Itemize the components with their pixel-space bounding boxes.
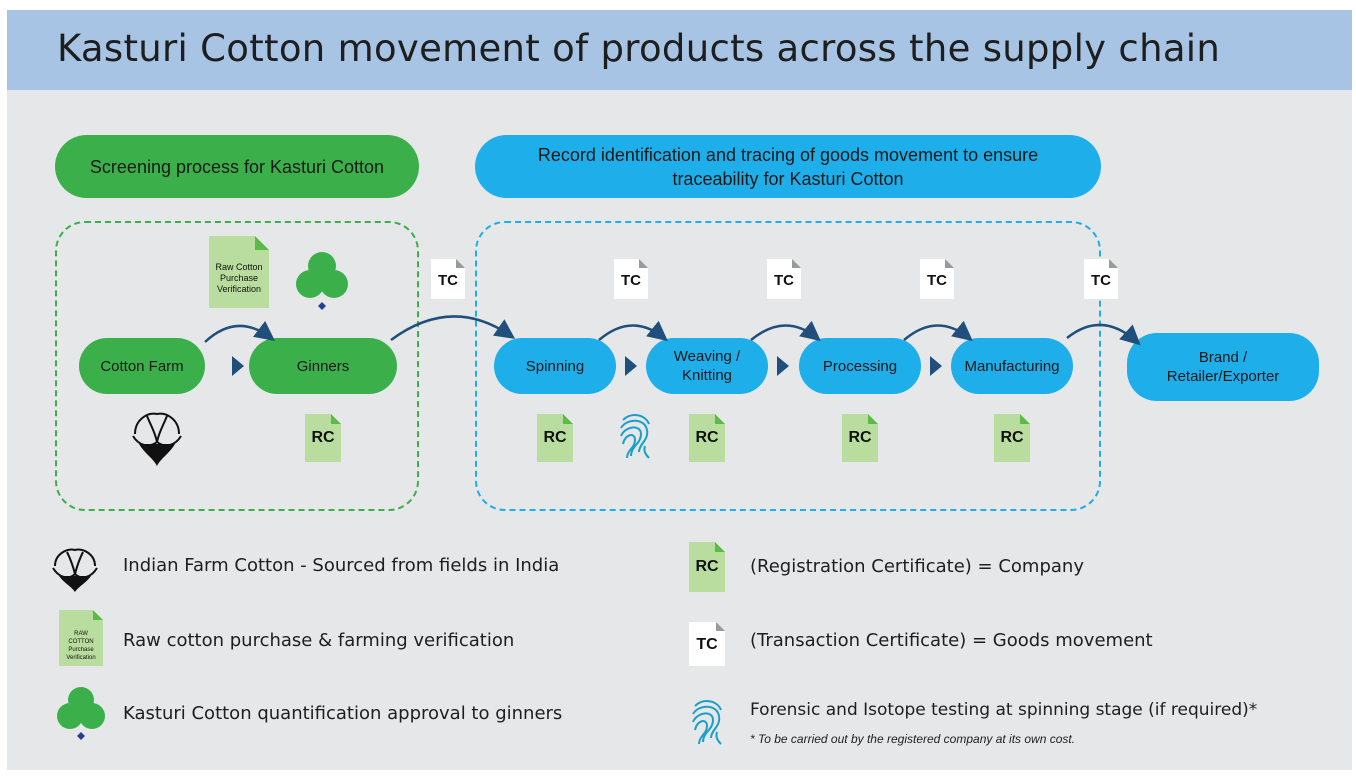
curved-arrow-icon (750, 320, 821, 342)
cotton-boll-icon (132, 412, 182, 466)
rc-document-icon: RC (305, 414, 341, 462)
raw-cotton-document-icon: RAW COTTON Purchase Verification (59, 610, 103, 666)
tc-document-icon: TC (689, 622, 725, 666)
processing-node: Processing (799, 338, 921, 394)
tracing-header: Record identification and tracing of goo… (475, 135, 1101, 198)
tc-document-icon: TC (614, 259, 648, 299)
legend-forensic: Forensic and Isotope testing at spinning… (750, 700, 1258, 720)
raw-cotton-legend-doc-label: RAW COTTON Purchase Verification (66, 631, 96, 661)
rc-document-icon: RC (537, 414, 573, 462)
legend-quantification: Kasturi Cotton quantification approval t… (123, 703, 563, 724)
flow-arrow-icon (625, 356, 637, 376)
tc-document-icon: TC (431, 259, 465, 299)
tc-document-icon: TC (920, 259, 954, 299)
weaving-node: Weaving / Knitting (646, 338, 768, 394)
ginners-node: Ginners (249, 338, 397, 394)
tc-document-icon: TC (767, 259, 801, 299)
curved-arrow-icon (390, 315, 516, 342)
curved-arrow-icon (903, 320, 973, 342)
title-bar: Kasturi Cotton movement of products acro… (7, 10, 1352, 90)
curved-arrow-icon (1066, 323, 1141, 346)
curved-arrow-icon (598, 320, 668, 342)
curved-arrow-icon (204, 320, 275, 343)
spinning-node: Spinning (494, 338, 616, 394)
brand-node: Brand / Retailer/Exporter (1127, 333, 1319, 401)
raw-cotton-doc-label: Raw Cotton Purchase Verification (215, 262, 263, 294)
fingerprint-icon (692, 700, 722, 745)
tracing-box (475, 221, 1101, 511)
diagram-canvas: Kasturi Cotton movement of products acro… (7, 10, 1352, 770)
tc-document-icon: TC (1084, 259, 1118, 299)
legend-footnote: * To be carried out by the registered co… (750, 732, 1076, 746)
manufacturing-node: Manufacturing (951, 338, 1073, 394)
flow-arrow-icon (777, 356, 789, 376)
flow-arrow-icon (930, 356, 942, 376)
screening-header: Screening process for Kasturi Cotton (55, 135, 419, 198)
rc-document-icon: RC (994, 414, 1030, 462)
screening-box (55, 221, 419, 511)
legend-raw-purchase: Raw cotton purchase & farming verificati… (123, 630, 515, 651)
fingerprint-icon (620, 414, 650, 459)
rc-document-icon: RC (689, 414, 725, 462)
rc-document-icon: RC (842, 414, 878, 462)
rc-document-icon: RC (689, 542, 725, 592)
raw-cotton-document-icon: Raw Cotton Purchase Verification (209, 236, 269, 308)
flow-arrows (52, 252, 1141, 745)
clover-icon (296, 252, 348, 310)
legend-indian-farm: Indian Farm Cotton - Sourced from fields… (123, 555, 560, 576)
flow-arrow-icon (232, 356, 244, 376)
cotton-farm-node: Cotton Farm (79, 338, 205, 394)
clover-icon (57, 687, 105, 740)
legend-rc: (Registration Certificate) = Company (750, 556, 1084, 577)
page-title: Kasturi Cotton movement of products acro… (57, 27, 1221, 70)
legend-tc: (Transaction Certificate) = Goods moveme… (750, 630, 1153, 651)
cotton-boll-icon (52, 548, 98, 592)
